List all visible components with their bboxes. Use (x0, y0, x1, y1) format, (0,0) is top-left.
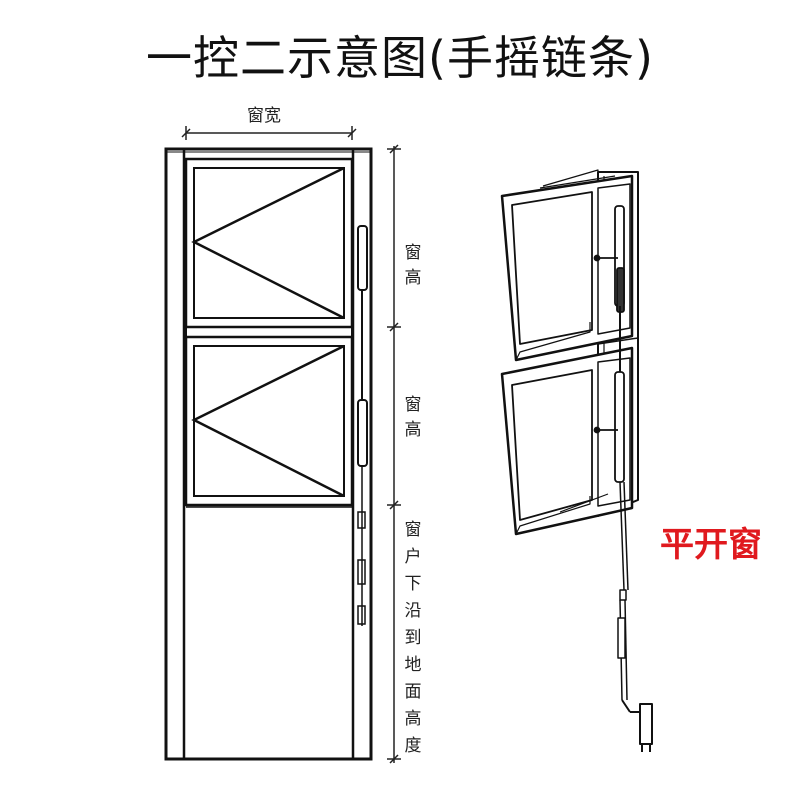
transom (185, 326, 353, 338)
lower-sash-outer (184, 335, 354, 507)
chain-actuator-icon (593, 205, 625, 483)
vertical-char: 高 (405, 709, 422, 729)
vertical-char: 窗 (405, 395, 422, 415)
chain-actuator-icon (357, 225, 368, 626)
lower-sash-opening-mark (191, 344, 345, 498)
perspective-view (500, 169, 653, 752)
open-type-label: 平开窗 (660, 525, 762, 565)
upper-sash-inner (193, 167, 345, 319)
vertical-char: 窗 (405, 520, 422, 540)
vertical-char: 高 (405, 420, 422, 440)
upper-open-sash (500, 169, 634, 362)
crank-handle-icon (621, 699, 653, 752)
window-height-label-1: 窗 高 (405, 243, 422, 288)
vertical-char: 度 (405, 736, 422, 756)
vertical-char: 户 (405, 547, 422, 567)
crank-chain (617, 481, 629, 701)
vertical-char: 地 (405, 655, 422, 675)
vertical-char: 面 (405, 682, 422, 702)
height-dimension (387, 144, 401, 764)
vertical-char: 窗 (405, 243, 422, 263)
window-height-label-2: 窗 高 (405, 395, 422, 440)
outer-frame (164, 147, 373, 761)
page-title: 一控二示意图(手摇链条) (146, 31, 654, 85)
front-elevation (164, 147, 373, 761)
vertical-char: 下 (405, 574, 422, 594)
upper-sash-opening-mark (191, 166, 345, 320)
upper-sash-outer (184, 157, 354, 329)
lower-sash-inner (193, 345, 345, 497)
sill-to-floor-label: 窗 户 下 沿 到 地 面 高 度 (405, 520, 422, 756)
vertical-char: 高 (405, 268, 422, 288)
vertical-char: 沿 (405, 601, 422, 621)
window-width-label: 窗宽 (247, 106, 281, 126)
vertical-char: 到 (405, 628, 422, 648)
lower-open-sash (500, 346, 634, 536)
width-dimension (181, 126, 357, 140)
